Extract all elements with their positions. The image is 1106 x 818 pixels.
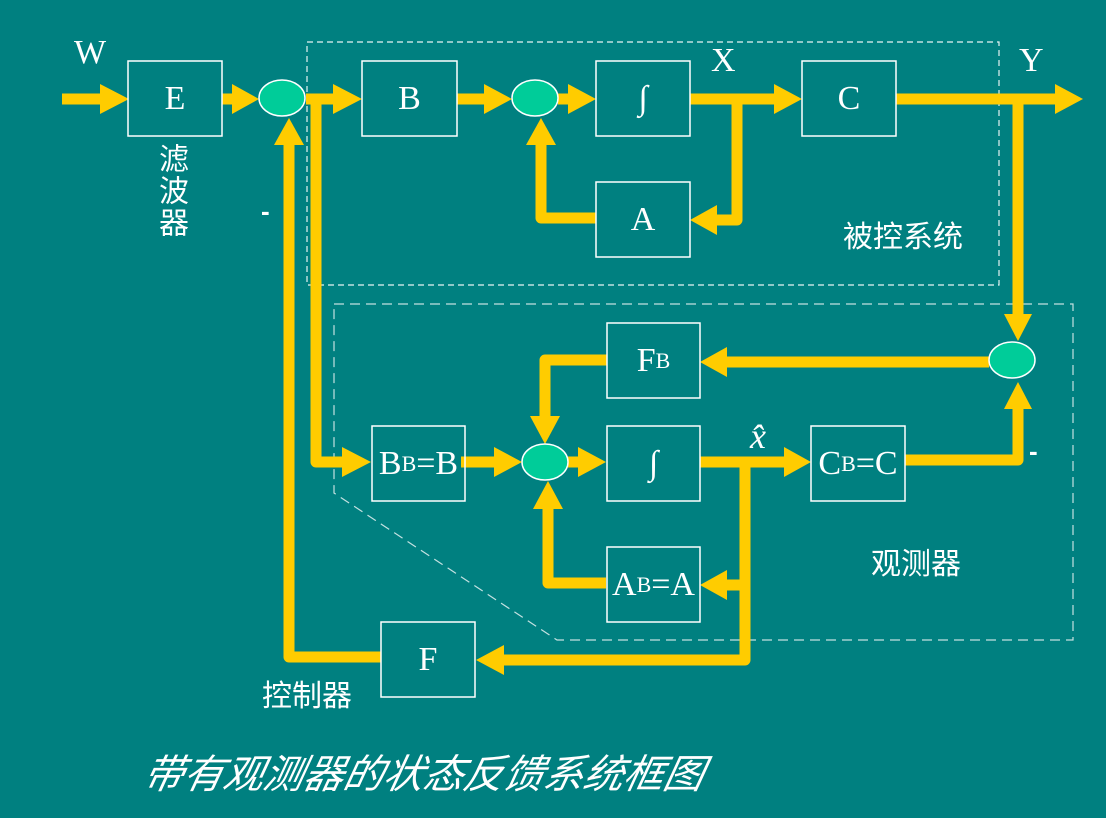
minus-sign-controller: - (261, 196, 270, 226)
observer-integral-icon: ∫ (648, 444, 659, 482)
block-obs-integrator (606, 425, 701, 502)
arrow-into-b (333, 84, 362, 114)
arrow-output-y (1055, 84, 1083, 114)
wire-a-sum2 (535, 140, 596, 224)
summing-junction-observer (521, 443, 569, 481)
block-fb-sub: B (655, 347, 671, 373)
block-c-label: C (837, 79, 861, 117)
block-bb (371, 425, 466, 502)
integral-icon: ∫ (638, 79, 648, 117)
summing-junction-error (988, 341, 1036, 379)
block-f-label: F (418, 640, 438, 678)
wire-cb-obssum (905, 405, 1024, 466)
block-bb-sub: B (401, 450, 417, 476)
arrow-fb-into-sum3 (530, 416, 560, 444)
diagram-title: 带有观测器的状态反馈系统框图 (139, 752, 710, 798)
wire-xhat-to-f (500, 462, 751, 666)
block-cb (810, 425, 906, 502)
summing-junction-plant (511, 79, 559, 117)
summing-junction-input (258, 79, 306, 117)
minus-sign-observer: - (1029, 436, 1038, 466)
arrow-into-obs-sum-bottom (1004, 382, 1032, 409)
arrow-into-int (568, 84, 596, 114)
signal-w-label: W (74, 34, 107, 71)
signal-xhat-label: x̂ (750, 416, 766, 456)
arrow-into-cb (784, 447, 811, 477)
block-fb (606, 322, 701, 399)
controller-label: 控制器 (262, 679, 352, 714)
wire-x-to-a (712, 99, 743, 226)
block-ab (606, 546, 701, 623)
block-a-label: A (630, 200, 656, 238)
arrow-into-obs-sum-top (1004, 314, 1032, 341)
block-bb-main: B (378, 444, 402, 482)
observer-label: 观测器 (871, 547, 961, 582)
arrow-into-ab (700, 570, 727, 600)
block-bb-rhs: =B (416, 444, 459, 482)
arrow-into-obs-int (578, 447, 606, 477)
block-c (801, 60, 897, 137)
arrow-into-sum3 (494, 447, 522, 477)
block-integrator (595, 60, 691, 137)
block-ab-rhs: =A (651, 565, 695, 603)
block-cb-rhs: =C (855, 444, 898, 482)
filter-label: 滤波器 (153, 143, 188, 239)
wire-f-sum1 (283, 140, 381, 663)
signal-y-label: Y (1019, 42, 1044, 79)
block-fb-main: F (636, 341, 656, 379)
block-b-label: B (398, 79, 421, 117)
arrow-into-f (476, 645, 504, 675)
arrow-into-e (100, 84, 129, 114)
wire-fb-sum3 (539, 354, 607, 420)
block-f (380, 621, 476, 698)
arrow-into-sum1 (232, 84, 259, 114)
plant-boundary (306, 41, 1000, 286)
arrow-f-into-sum1 (274, 118, 304, 145)
block-ab-main: A (612, 565, 637, 603)
block-e (127, 60, 223, 137)
block-cb-main: C (818, 444, 842, 482)
arrow-a-into-sum2 (526, 118, 556, 145)
arrow-into-fb (700, 347, 727, 377)
arrow-into-c (774, 84, 802, 114)
wire-ab-sum3 (542, 505, 606, 589)
arrow-ab-into-sum3 (533, 481, 563, 509)
signal-x-label: X (711, 42, 736, 79)
block-e-label: E (164, 79, 186, 117)
block-b (361, 60, 458, 137)
block-a (595, 181, 691, 258)
arrow-into-a (690, 205, 717, 235)
arrow-into-sum2 (484, 84, 512, 114)
wire-u-to-bb (310, 99, 346, 468)
block-ab-sub: B (636, 571, 652, 597)
block-cb-sub: B (841, 450, 856, 476)
plant-label: 被控系统 (843, 220, 963, 255)
arrow-into-bb (342, 447, 371, 477)
